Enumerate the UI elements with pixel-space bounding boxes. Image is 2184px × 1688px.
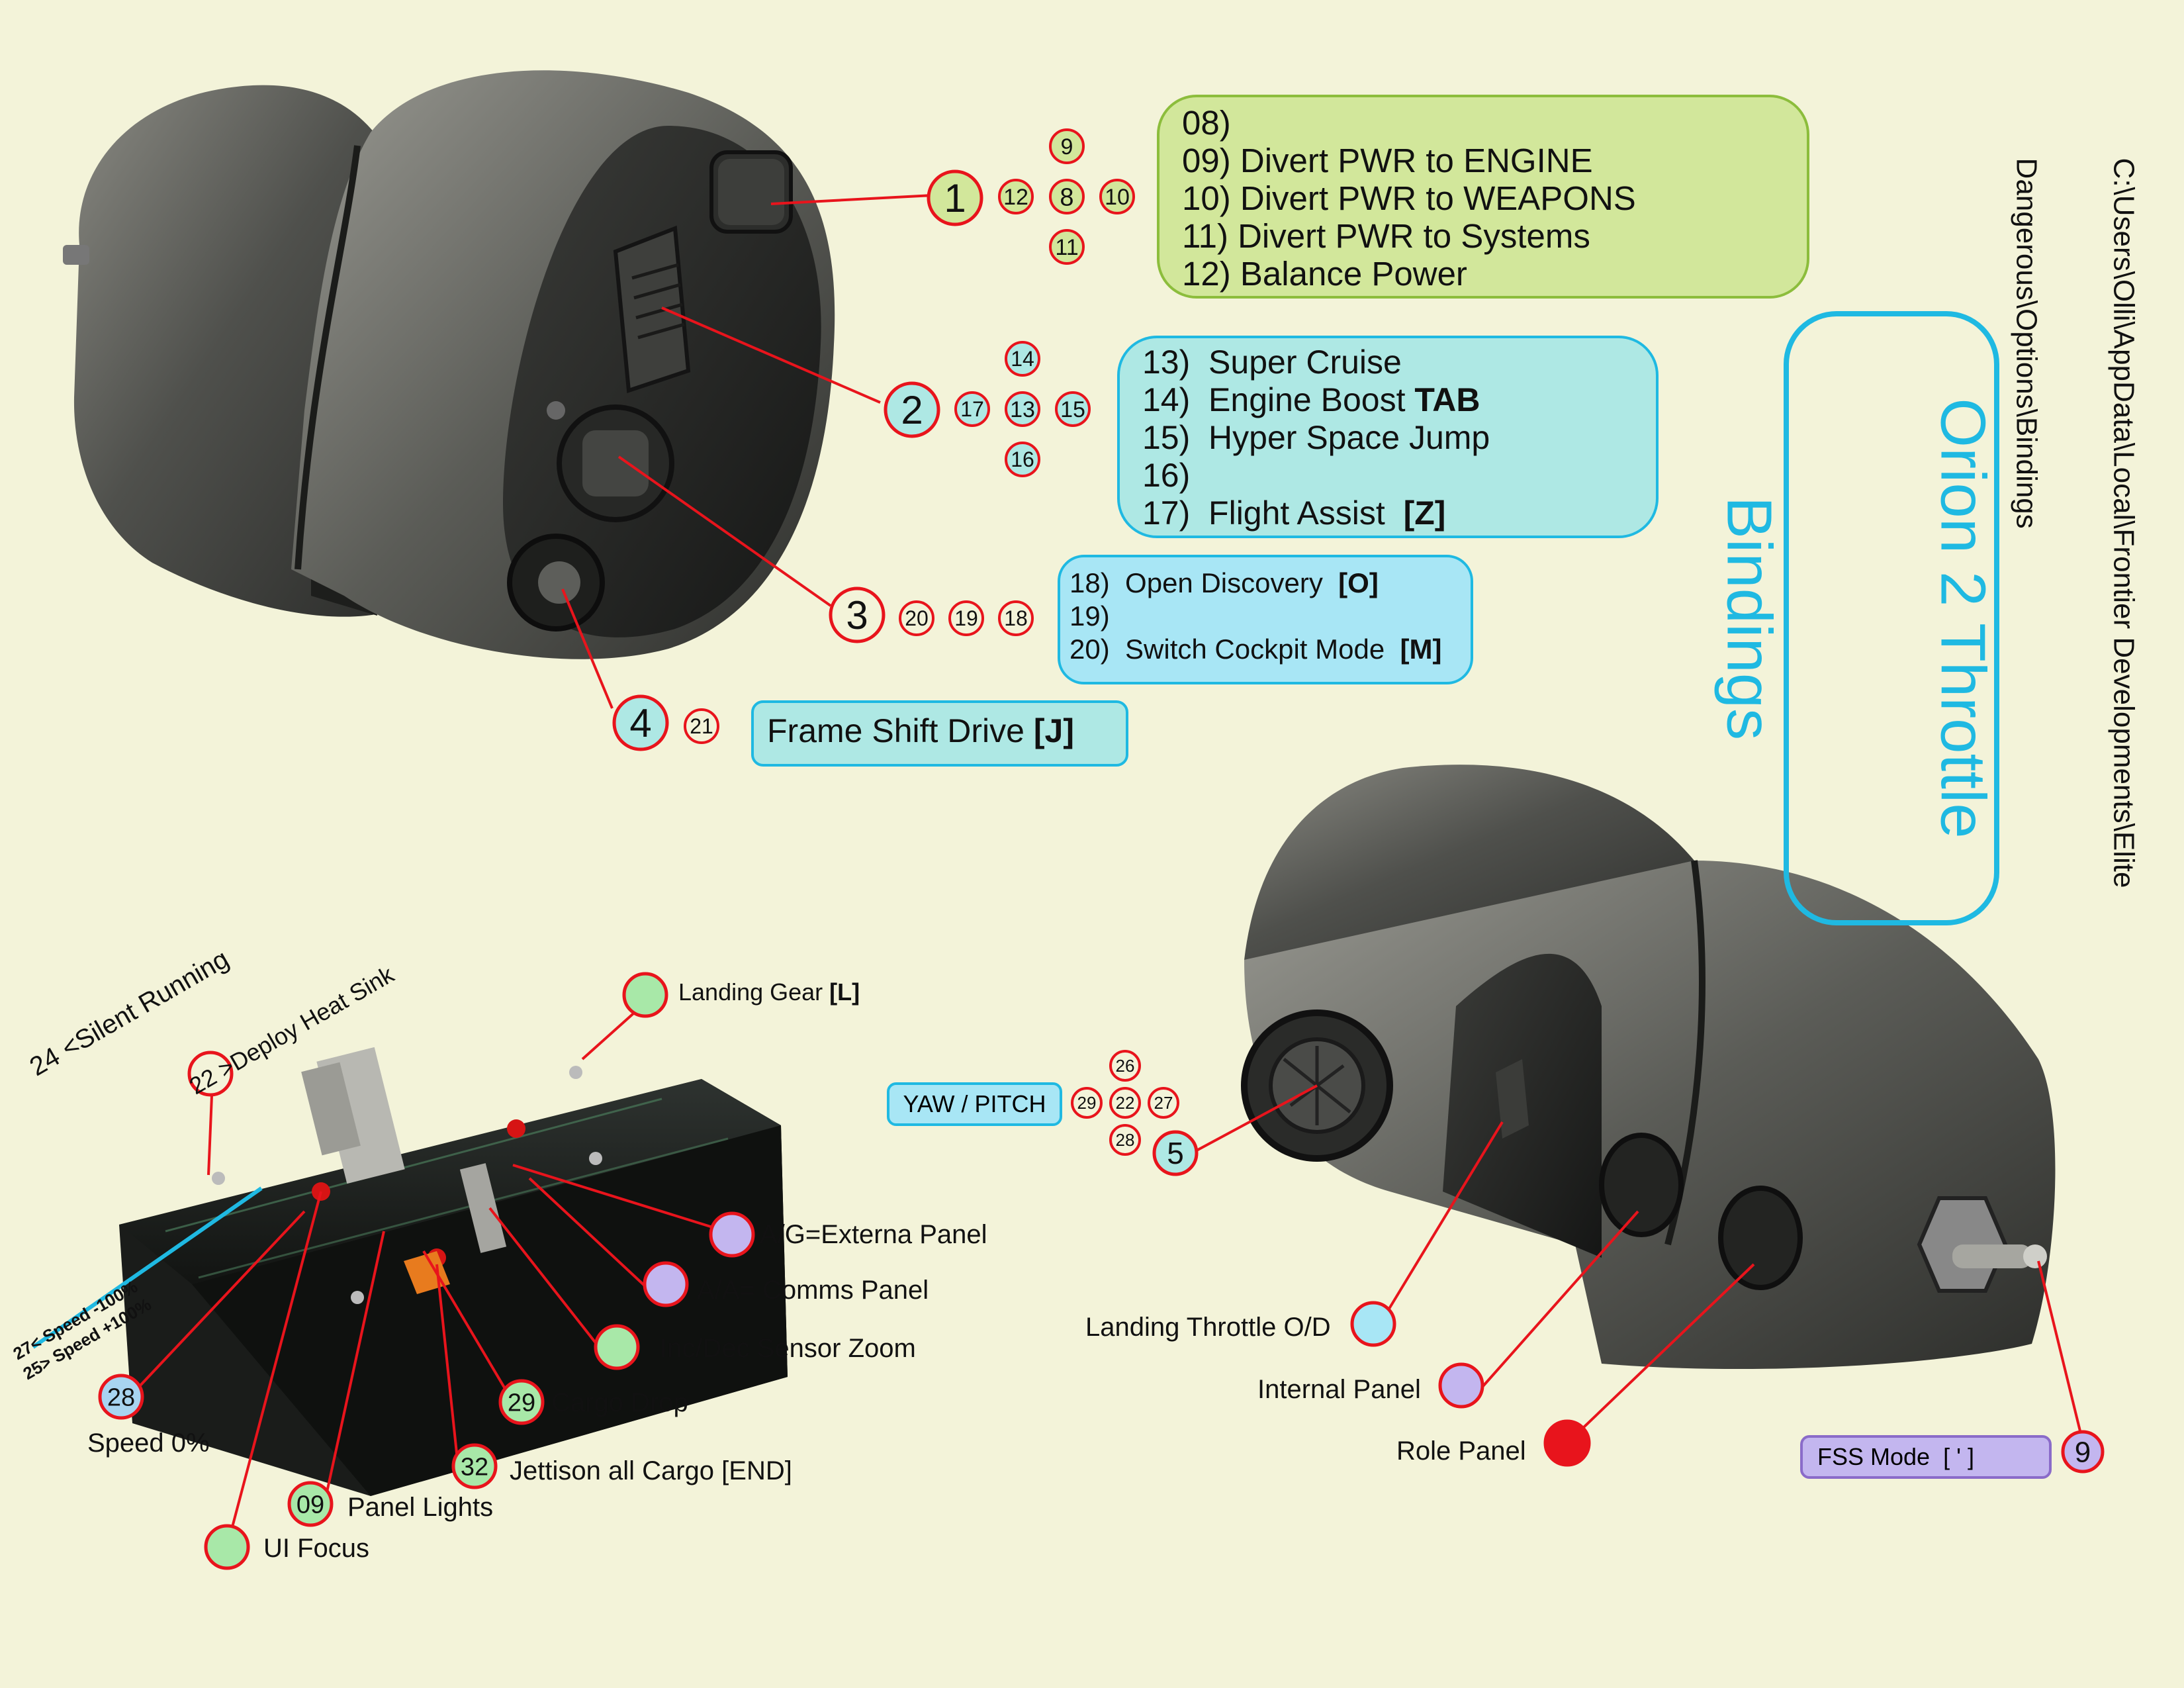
binding-line: 16): [1142, 457, 1191, 494]
marker-number: 19: [954, 606, 978, 630]
binding-text: 17) Flight Assist: [1142, 494, 1404, 532]
landing-gear-label: Landing Gear [L]: [678, 978, 860, 1006]
marker-number: 09: [296, 1491, 324, 1519]
marker-number: 18: [1004, 606, 1028, 630]
key-label: [O]: [1338, 567, 1379, 598]
yaw-pitch-label: YAW / PITCH: [887, 1082, 1062, 1126]
binding-line: 20) Switch Cockpit Mode [M]: [1069, 633, 1461, 666]
panel-lights-label: Panel Lights: [347, 1493, 494, 1522]
marker-number: 29: [1077, 1093, 1097, 1113]
hat3-bindings-box: 18) Open Discovery [O] 19) 20) Switch Co…: [1058, 555, 1473, 684]
key-label: [Z]: [1403, 494, 1446, 532]
throttle-head-render: [63, 70, 835, 659]
binding-text: 18) Open Discovery: [1069, 567, 1339, 598]
key-label: [M]: [1400, 633, 1442, 665]
marker-number: 28: [1116, 1130, 1135, 1150]
binding-line: 11) Divert PWR to Systems: [1182, 217, 1590, 255]
binding-text: Frame Shift Drive: [767, 712, 1034, 749]
binding-line: 12) Balance Power: [1182, 255, 1467, 293]
title-panel: [1784, 311, 1999, 925]
fss-mode-label: FSS Mode [ ' ]: [1800, 1435, 2052, 1479]
marker-number: 15: [1060, 397, 1085, 422]
marker-number: 32: [461, 1453, 488, 1481]
binding-line: 10) Divert PWR to WEAPONS: [1182, 179, 1636, 217]
binding-text: 14) Engine Boost: [1142, 381, 1415, 418]
cargo-drop-label: Cargo Drop: [551, 1388, 688, 1417]
hat2-bindings-box: 13) Super Cruise 14) Engine Boost TAB 15…: [1117, 336, 1659, 538]
marker-number: 3: [846, 593, 868, 637]
marker-number: 29: [508, 1389, 535, 1417]
key-label: [J]: [1033, 712, 1074, 749]
title-line-2: Bindings: [1713, 496, 1785, 741]
key-label: TAB: [1414, 381, 1480, 418]
jettison-label: Jettison all Cargo [END]: [510, 1456, 792, 1485]
marker-number: 5: [1167, 1136, 1184, 1170]
marker-number: 2: [901, 388, 923, 432]
marker-number: 10: [1105, 185, 1130, 210]
binding-line: 13) Super Cruise: [1142, 344, 1402, 381]
sensor-zoom-label: Inc/Dec Sensor Zoom: [660, 1334, 916, 1363]
landing-throttle-label: Landing Throttle O/D: [1085, 1313, 1331, 1342]
marker-number: 11: [1055, 235, 1078, 260]
marker-number: 28: [107, 1383, 135, 1411]
marker-number: 20: [905, 606, 929, 630]
marker-number: 22: [1116, 1093, 1135, 1113]
comms-panel-label: A/A= Comms Panel: [697, 1276, 929, 1305]
binding-line: 19): [1069, 600, 1110, 632]
ui-focus-label: UI Focus: [263, 1534, 370, 1563]
marker-number: 27: [1154, 1093, 1173, 1113]
marker-number: 1: [944, 176, 966, 220]
external-panel-label: A/G=Externa Panel: [760, 1220, 987, 1249]
hat1-bindings-box: 08) 09) Divert PWR to ENGINE 10) Divert …: [1157, 95, 1809, 299]
speed-zero-label: Speed 0%: [87, 1429, 210, 1458]
binding-line: 09) Divert PWR to ENGINE: [1182, 142, 1593, 179]
marker-number: 9: [2075, 1436, 2091, 1468]
marker-number: 17: [960, 397, 984, 421]
marker-number: 9: [1061, 134, 1073, 160]
path-line-1: C:\Users\Olli\AppData\Local\Frontier Dev…: [2107, 158, 2140, 888]
marker-number: 16: [1011, 447, 1034, 471]
button4-binding-box: Frame Shift Drive [J]: [751, 700, 1128, 767]
binding-text: 20) Switch Cockpit Mode: [1069, 633, 1400, 665]
marker-number: 12: [1003, 185, 1028, 210]
bindings-path: C:\Users\Olli\AppData\Local\Frontier Dev…: [1978, 158, 2184, 888]
binding-line: 17) Flight Assist [Z]: [1142, 494, 1633, 532]
binding-line: 08): [1182, 104, 1231, 142]
path-line-2: Dangerous\Options\Bindings: [2010, 158, 2043, 529]
role-panel-label: Role Panel: [1396, 1436, 1526, 1466]
marker-number: 13: [1010, 397, 1035, 422]
marker-number: 26: [1116, 1056, 1135, 1076]
binding-line: 14) Engine Boost TAB: [1142, 381, 1633, 419]
binding-line: 18) Open Discovery [O]: [1069, 567, 1461, 600]
binding-line: 15) Hyper Space Jump: [1142, 419, 1490, 456]
marker-number: 14: [1011, 347, 1034, 371]
marker-number: 4: [629, 701, 651, 745]
internal-panel-label: Internal Panel: [1257, 1375, 1421, 1404]
marker-number: 21: [690, 714, 713, 738]
marker-number: 8: [1060, 183, 1073, 211]
